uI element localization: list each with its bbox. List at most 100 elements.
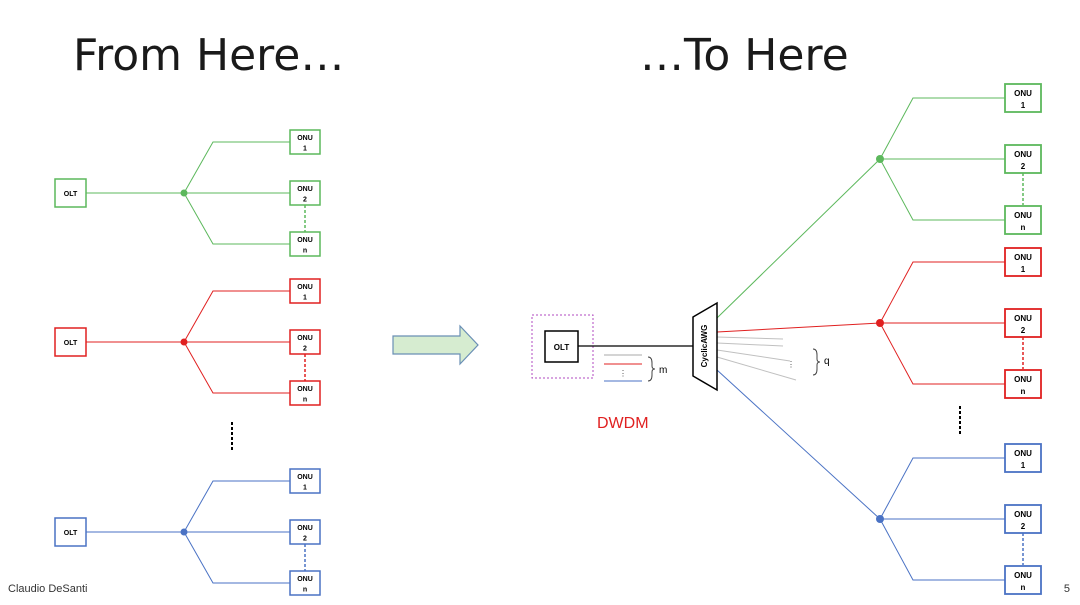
onu-box-frame bbox=[289, 570, 321, 596]
onu-box-frame bbox=[289, 380, 321, 406]
title-to-here: …To Here bbox=[640, 30, 849, 81]
olt-label: OLT bbox=[554, 343, 570, 352]
onu-number: n bbox=[303, 396, 307, 403]
onu-number: 1 bbox=[1021, 265, 1026, 274]
branch-fiber-1 bbox=[183, 290, 290, 343]
onu-label: ONU bbox=[1014, 211, 1032, 220]
branch-fiber-1 bbox=[879, 457, 1005, 520]
onu-box-2: ONU 2 bbox=[289, 180, 321, 206]
onu-label: ONU bbox=[297, 474, 313, 481]
onu-box-frame bbox=[1004, 369, 1042, 399]
legend-brace-m bbox=[647, 356, 656, 382]
branch-fiber-1 bbox=[183, 480, 290, 533]
olt-box: OLT bbox=[54, 327, 87, 357]
wavelength-legend-m: ⋮m bbox=[604, 354, 667, 382]
onu-number: 2 bbox=[1021, 522, 1026, 531]
onu-box-frame bbox=[1004, 443, 1042, 473]
onu-box-frame bbox=[289, 129, 321, 155]
onu-box-frame bbox=[1004, 144, 1042, 174]
branch-fiber-n bbox=[879, 322, 1005, 385]
feeder-fiber bbox=[716, 158, 881, 319]
onu-box-frame bbox=[1004, 308, 1042, 338]
awg-shape bbox=[692, 301, 718, 392]
onu-label: ONU bbox=[297, 335, 313, 342]
page-number: 5 bbox=[1063, 583, 1070, 595]
onu-label: ONU bbox=[297, 284, 313, 291]
olt-box: OLT bbox=[54, 178, 87, 208]
onu-box-frame bbox=[289, 180, 321, 206]
branch-fiber-1 bbox=[183, 141, 290, 194]
onu-box-frame bbox=[1004, 83, 1042, 113]
unused-port-line-4 bbox=[716, 356, 797, 381]
splitter-node bbox=[180, 338, 188, 346]
branch-fiber-1 bbox=[879, 261, 1005, 324]
onu-number: n bbox=[1021, 387, 1026, 396]
onu-number: 2 bbox=[303, 345, 307, 352]
onu-box-frame bbox=[1004, 565, 1042, 595]
splitter-node bbox=[876, 515, 884, 523]
branch-fiber-n bbox=[183, 341, 290, 394]
left-pon-trees: OLTONU1ONU2ONUnOLTONU1ONU2ONUnOLTONU1ONU… bbox=[54, 129, 321, 596]
onu-number: 1 bbox=[1021, 461, 1026, 470]
feeder-fiber bbox=[716, 322, 881, 333]
branch-fiber-1 bbox=[879, 97, 1005, 160]
title-from-here: From Here… bbox=[73, 30, 345, 81]
splitter-node bbox=[180, 189, 188, 197]
onu-label: ONU bbox=[297, 576, 313, 583]
olt-box: OLT bbox=[544, 330, 579, 363]
onu-box-1: ONU 1 bbox=[1004, 247, 1042, 277]
olt-label: OLT bbox=[64, 530, 78, 537]
onu-label: ONU bbox=[1014, 253, 1032, 262]
dwdm-core: OLT ⋮m⋮ q CyclicAWG DWDM bbox=[531, 301, 830, 432]
onu-box-n: ONU n bbox=[1004, 369, 1042, 399]
onu-label: ONU bbox=[297, 237, 313, 244]
unused-port-line-1 bbox=[716, 336, 784, 340]
onu-label: ONU bbox=[1014, 571, 1032, 580]
dwdm-label: DWDM bbox=[597, 415, 649, 432]
onu-label: ONU bbox=[297, 135, 313, 142]
onu-box-frame bbox=[1004, 504, 1042, 534]
legend-label-q: q bbox=[824, 356, 830, 367]
unused-port-line-3 bbox=[716, 349, 791, 362]
right-arrow-icon bbox=[392, 324, 479, 366]
olt-label: OLT bbox=[64, 191, 78, 198]
onu-label: ONU bbox=[297, 386, 313, 393]
olt-box-frame bbox=[54, 517, 87, 547]
cyclic-awg: CyclicAWG bbox=[692, 301, 718, 392]
onu-number: 2 bbox=[303, 535, 307, 542]
onu-number: n bbox=[1021, 583, 1026, 592]
legend-brace-q bbox=[812, 348, 821, 376]
onu-label: ONU bbox=[1014, 89, 1032, 98]
onu-number: 2 bbox=[1021, 326, 1026, 335]
onu-box-n: ONU n bbox=[1004, 565, 1042, 595]
awg-label: CyclicAWG bbox=[700, 325, 709, 368]
onu-box-2: ONU 2 bbox=[1004, 504, 1042, 534]
onu-box-frame bbox=[289, 329, 321, 355]
onu-label: ONU bbox=[1014, 510, 1032, 519]
onu-number: 1 bbox=[1021, 101, 1026, 110]
onu-label: ONU bbox=[1014, 314, 1032, 323]
onu-number: 2 bbox=[303, 196, 307, 203]
olt-box-frame bbox=[54, 178, 87, 208]
onu-label: ONU bbox=[1014, 375, 1032, 384]
onu-label: ONU bbox=[297, 186, 313, 193]
splitter-node bbox=[876, 155, 884, 163]
onu-number: 1 bbox=[303, 484, 307, 491]
unused-port-line-2 bbox=[716, 342, 784, 347]
legend-dots: ⋮ bbox=[619, 369, 627, 378]
onu-box-2: ONU 2 bbox=[1004, 308, 1042, 338]
